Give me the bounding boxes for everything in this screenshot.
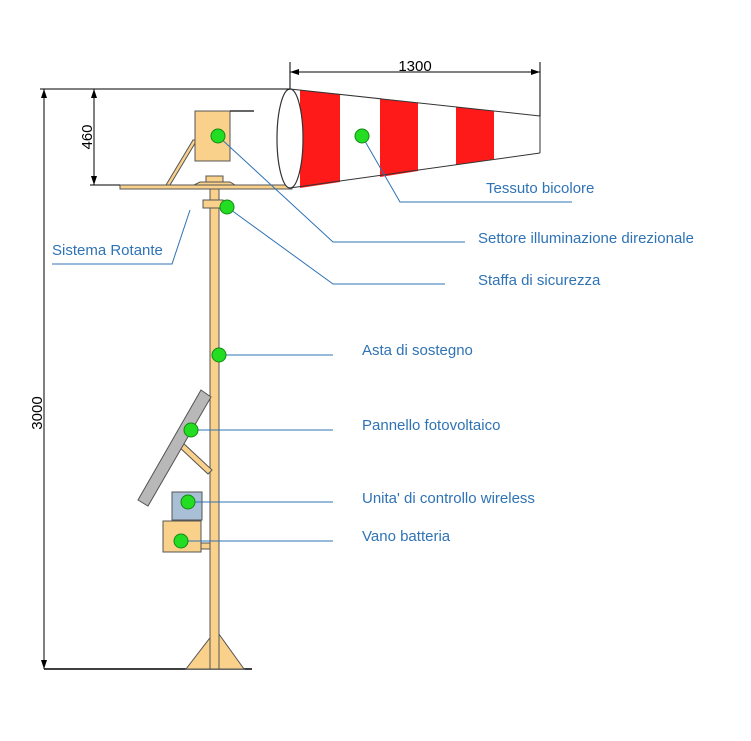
marker-vano (173, 533, 189, 549)
dim-sock-label: 460 (79, 124, 96, 149)
sock-stripe-red-1 (300, 90, 340, 188)
support-pole (209, 184, 220, 670)
battery-bracket (200, 542, 211, 550)
panel-strut (177, 441, 213, 475)
leader-settore (217, 135, 465, 243)
dim-width-label: 1300 (398, 58, 431, 75)
label-sistema: Sistema Rotante (52, 242, 163, 259)
lighting-strut (165, 139, 198, 186)
sock-mouth-ring (276, 88, 304, 189)
marker-unita (180, 494, 196, 510)
label-unita: Unita' di controllo wireless (362, 490, 535, 507)
marker-staffa (219, 199, 235, 215)
label-tessuto: Tessuto bicolore (486, 180, 594, 197)
marker-pannello (183, 422, 199, 438)
marker-settore (210, 128, 226, 144)
label-asta: Asta di sostegno (362, 342, 473, 359)
label-pannello: Pannello fotovoltaico (362, 417, 500, 434)
sock-stripe-white-3 (418, 103, 456, 171)
sock-stripe-red-3 (456, 107, 494, 165)
sock-stripe-red-2 (380, 99, 418, 177)
sock-stripe-white-4 (494, 111, 540, 159)
marker-tessuto (354, 128, 370, 144)
dim-total-arrow-top (41, 89, 47, 98)
leader-staffa (226, 206, 445, 285)
marker-asta (211, 347, 227, 363)
leader-tessuto (361, 135, 572, 203)
label-settore: Settore illuminazione direzionale (478, 230, 694, 247)
sock-bottom-edge (289, 152, 541, 189)
dim-width-arrow-right (531, 69, 540, 75)
sock-top-edge (289, 88, 541, 117)
dim-total-label: 3000 (29, 396, 46, 429)
dim-total-arrow-bottom (41, 660, 47, 669)
markers (173, 128, 370, 549)
leader-lines (52, 135, 572, 542)
photovoltaic-panel (137, 389, 212, 507)
dim-width-arrow-left (290, 69, 299, 75)
rotating-arm (119, 184, 293, 190)
label-staffa: Staffa di sicurezza (478, 272, 601, 289)
label-vano: Vano batteria (362, 528, 451, 545)
leader-sistema (52, 209, 191, 265)
dim-sock-arrow-top (91, 89, 97, 98)
dim-sock-arrow-bottom (91, 176, 97, 185)
